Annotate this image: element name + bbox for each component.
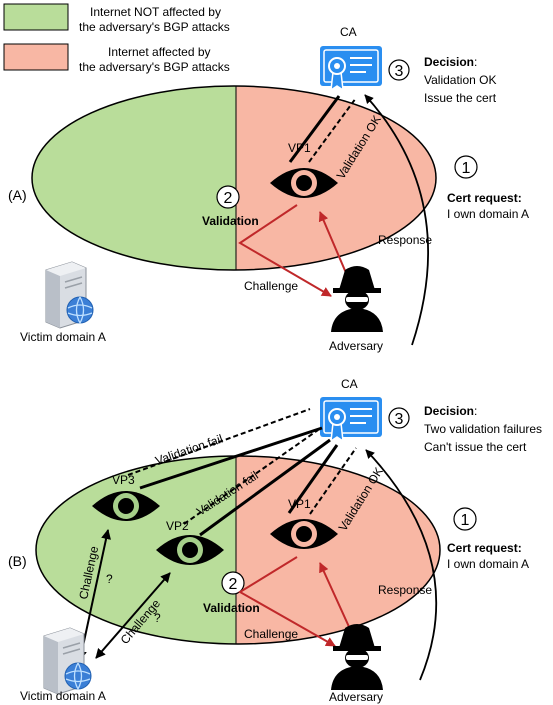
cert-request-line-b: I own domain A (447, 557, 529, 571)
decision-line1-a: Validation OK (424, 73, 497, 87)
step-2-badge-b (221, 571, 245, 595)
victim-label-a: Victim domain A (20, 330, 106, 344)
vp2-link-dashed (183, 429, 319, 525)
ca-certificate-icon-b (319, 396, 383, 442)
cert-request-title-b: Cert request: (447, 541, 522, 555)
ca-certificate-icon (319, 45, 383, 91)
legend-unaffected-line2: the adversary's BGP attacks (79, 20, 230, 34)
validation-label-b: Validation (203, 601, 260, 615)
victim-server-icon-b (43, 627, 92, 695)
challenge-arrow-b (238, 556, 336, 647)
challenge-label-a: Challenge (244, 279, 298, 293)
victim-server-icon-a (45, 261, 94, 329)
vp1-link-solid-b (287, 444, 339, 514)
step-2-number-a: 2 (224, 190, 233, 207)
decision-line2-b: Can't issue the cert (424, 440, 527, 454)
vp3-label: VP3 (112, 473, 135, 487)
legend: Internet NOT affected by the adversary's… (3, 3, 230, 74)
challenge-label-b: Challenge (244, 627, 298, 641)
ca-label-b: CA (341, 377, 358, 391)
vp1-link-solid-a (288, 95, 341, 163)
panel-a: (A) CA 3 Decision: Validation OK Issue t… (8, 25, 529, 353)
step-3-badge-b (388, 407, 410, 429)
step-1-number-a: 1 (462, 160, 471, 177)
svg-text:Decision:: Decision: (424, 55, 477, 69)
vp3-link-dashed (127, 408, 311, 476)
step-3-badge-a (388, 59, 410, 81)
step-3-number-b: 3 (395, 411, 404, 428)
response-label-b: Response (378, 583, 432, 597)
adversary-icon-b (331, 624, 383, 690)
step-1-badge-a (454, 155, 478, 179)
question-mark-vp2: ? (154, 611, 161, 625)
validation-label-a: Validation (202, 214, 259, 228)
vp1-link-dashed-b (309, 447, 357, 515)
step-2-badge-a (216, 185, 240, 209)
cert-request-line-a: I own domain A (447, 207, 529, 221)
adversary-icon-a (331, 266, 383, 332)
cert-request-arrow-a (364, 94, 429, 346)
challenge-arrow-vp3 (77, 529, 111, 661)
legend-unaffected-line1: Internet NOT affected by (90, 5, 221, 19)
vp2-label: VP2 (166, 519, 189, 533)
panel-label-b: (B) (8, 553, 27, 569)
vp3-link-solid (139, 426, 323, 490)
vp1-label-a: VP1 (288, 141, 311, 155)
panel-label-a: (A) (8, 187, 27, 203)
legend-swatch-unaffected (3, 3, 69, 31)
legend-swatch-affected (3, 43, 69, 71)
decision-line2-a: Issue the cert (424, 91, 497, 105)
legend-affected-line2: the adversary's BGP attacks (79, 60, 230, 74)
decision-title-a: Decision (424, 55, 474, 69)
vp1-label-b: VP1 (288, 497, 311, 511)
step-1-badge-b (453, 507, 477, 531)
vp2-link-solid (199, 438, 331, 537)
decision-title-b: Decision (424, 404, 474, 418)
adversary-label-a: Adversary (329, 339, 383, 353)
adversary-label-b: Adversary (329, 690, 383, 704)
response-label-a: Response (378, 233, 432, 247)
legend-affected-line1: Internet affected by (108, 45, 211, 59)
challenge-arrow-vp2 (95, 572, 171, 659)
cert-request-title-a: Cert request: (447, 191, 522, 205)
ca-label-a: CA (340, 25, 357, 39)
vp1-link-dashed-a (308, 97, 357, 163)
step-2-number-b: 2 (229, 576, 238, 593)
decision-line1-b: Two validation failures (424, 422, 542, 436)
step-1-number-b: 1 (461, 512, 470, 529)
step-3-number-a: 3 (395, 63, 404, 80)
svg-text:Decision:: Decision: (424, 404, 477, 418)
cert-request-arrow-b (365, 449, 438, 681)
victim-label-b: Victim domain A (20, 689, 106, 703)
panel-b: (B) CA 3 Decision: Two validation failur… (8, 377, 542, 704)
internet-ellipse-a (31, 85, 437, 271)
question-mark-vp3: ? (106, 572, 113, 586)
challenge-arrow-a (238, 204, 332, 297)
